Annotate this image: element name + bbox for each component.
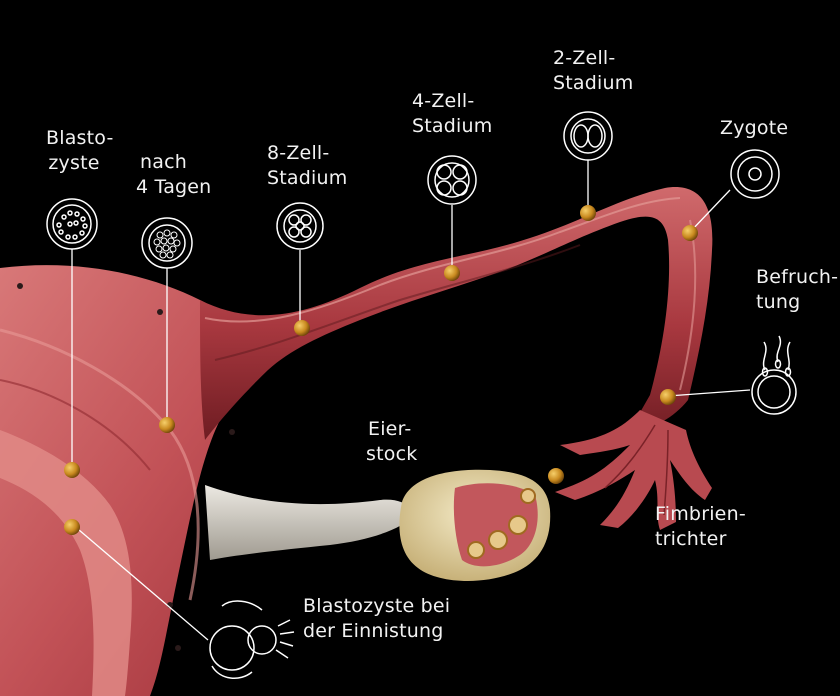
implantation-icon	[210, 601, 294, 678]
four-cell-icon	[428, 156, 476, 204]
label-line: Zygote	[720, 116, 788, 141]
label-line: der Einnistung	[303, 619, 450, 644]
label-line: Stadium	[267, 166, 347, 191]
label-line: Fimbrien-	[655, 502, 746, 527]
label-line: stock	[366, 442, 417, 467]
label-blastozyste: Blasto- zyste	[46, 126, 102, 176]
label-8-zell-stadium: 8-Zell- Stadium	[267, 141, 347, 191]
ovary	[399, 470, 550, 581]
label-befruchtung: Befruch- tung	[756, 265, 838, 315]
label-line: Stadium	[553, 71, 633, 96]
label-line: Befruch-	[756, 265, 838, 290]
ovarian-ligament	[205, 485, 415, 560]
label-fimbrientrichter: Fimbrien- trichter	[655, 502, 746, 552]
label-line: tung	[756, 290, 838, 315]
label-2-zell-stadium: 2-Zell- Stadium	[553, 46, 633, 96]
label-nach-4-tagen: nach 4 Tagen	[136, 150, 211, 200]
eight-cell-icon	[277, 203, 323, 249]
zygote-icon	[731, 150, 779, 198]
label-line: nach	[136, 150, 211, 175]
morula-icon	[142, 218, 192, 268]
two-cell-icon	[564, 112, 612, 160]
label-line: Eier-	[366, 417, 417, 442]
label-line: zyste	[46, 151, 102, 176]
label-line: Blasto-	[46, 126, 102, 151]
label-line: trichter	[655, 527, 746, 552]
fertilization-icon	[752, 336, 796, 414]
label-eierstock: Eier- stock	[366, 417, 417, 467]
blastocyst-icon	[47, 199, 97, 249]
label-line: Blastozyste bei	[303, 594, 450, 619]
label-blastozyste-einnistung: Blastozyste bei der Einnistung	[303, 594, 450, 644]
label-line: 2-Zell-	[553, 46, 633, 71]
label-4-zell-stadium: 4-Zell- Stadium	[412, 89, 492, 139]
label-line: 8-Zell-	[267, 141, 347, 166]
label-line: 4 Tagen	[136, 175, 211, 200]
label-line: Stadium	[412, 114, 492, 139]
label-line: 4-Zell-	[412, 89, 492, 114]
label-zygote: Zygote	[720, 116, 788, 141]
